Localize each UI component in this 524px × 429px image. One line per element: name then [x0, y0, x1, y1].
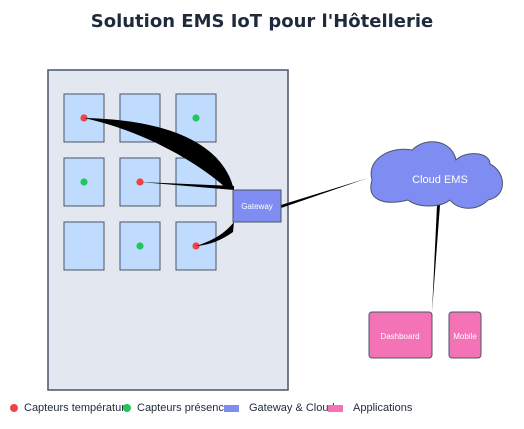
gateway-swatch-icon	[224, 404, 239, 412]
legend-item-temperature: Capteurs température	[10, 402, 131, 414]
dashboard-label: Dashboard	[380, 332, 419, 341]
presence-dot-icon	[123, 404, 131, 412]
legend-item-gateway-cloud: Gateway & Cloud	[224, 402, 335, 414]
link-room9-gateway	[196, 222, 234, 246]
mobile-label: Mobile	[453, 332, 477, 341]
dashboard-box	[368, 311, 433, 359]
legend-temperature-label: Capteurs température	[24, 402, 131, 414]
link-cloud-dashboard	[432, 205, 440, 312]
link-gateway-cloud	[281, 178, 368, 208]
cloud-ems	[370, 141, 503, 209]
presence-sensor-dot	[80, 178, 88, 186]
legend-presence-label: Capteurs présence	[137, 402, 230, 414]
diagram-title: Solution EMS IoT pour l'Hôtellerie	[90, 11, 434, 32]
link-room5-gateway	[140, 182, 234, 190]
presence-sensor-dot	[136, 242, 144, 250]
presence-sensor-dot	[192, 114, 200, 122]
room-r3c1	[63, 221, 105, 271]
room-r1c1	[63, 93, 105, 143]
gateway-label: Gateway	[241, 202, 273, 211]
legend-item-presence: Capteurs présence	[123, 402, 230, 414]
mobile-box	[448, 311, 482, 359]
legend-gateway-cloud-label: Gateway & Cloud	[249, 402, 335, 414]
applications-swatch-icon	[328, 404, 343, 412]
legend-item-applications: Applications	[328, 402, 412, 414]
temperature-dot-icon	[10, 404, 18, 412]
legend-applications-label: Applications	[353, 402, 413, 414]
link-room1-gateway	[84, 118, 234, 190]
cloud-label: Cloud EMS	[412, 174, 468, 186]
gateway-box	[232, 189, 282, 223]
